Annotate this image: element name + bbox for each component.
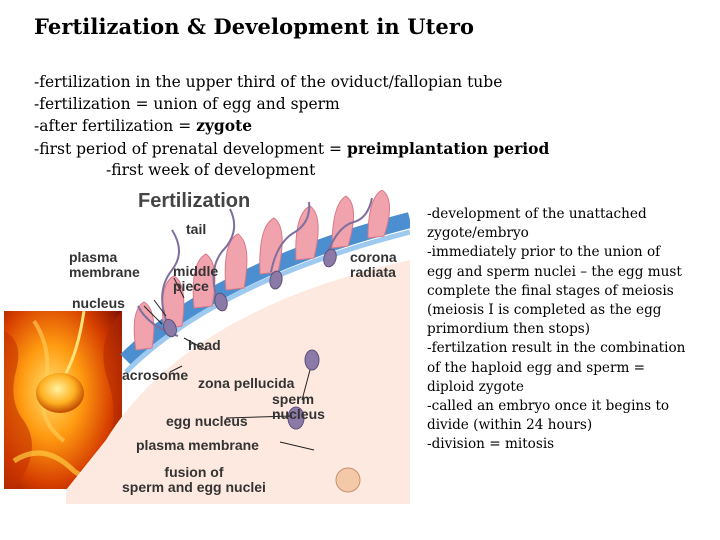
fertilization-illustration [66,190,410,504]
label-zona-pellucida: zona pellucida [198,375,295,391]
bullet-preimplantation: -first period of prenatal development = … [34,138,550,158]
side-line: (meiosis I is completed as the egg [427,302,662,319]
side-notes: -development of the unattached zygote/em… [427,205,707,455]
side-line: zygote/embryo [427,225,529,242]
side-line: -fertilzation result in the combination [427,340,686,357]
egg-nucleus-shape [335,467,361,493]
bullet-fertilization-location: -fertilization in the upper third of the… [34,73,503,91]
side-line: complete the final stages of meiosis [427,282,674,299]
sperm-heads [163,248,337,430]
corona-radiata-cells [133,190,390,351]
bold-term-zygote: zygote [196,116,253,135]
bullet-first-week: -first week of development [106,161,316,179]
label-corona-radiata: corona radiata [350,249,397,280]
label-tail: tail [186,221,207,237]
label-sperm-nucleus: sperm nucleus [272,391,325,422]
side-line: diploid zygote [427,378,524,395]
slide-title: Fertilization & Development in Utero [34,14,475,39]
side-line: egg and sperm nuclei – the egg must [427,263,682,280]
side-line: -division = mitosis [427,436,555,453]
label-fusion: fusion of sperm and egg nuclei [122,464,266,495]
side-line: of the haploid egg and sperm = [427,359,646,376]
fertilization-diagram: Fertilization tail plasma membrane middl… [66,190,410,504]
fertilization-micrograph [4,311,122,489]
egg-cytoplasm [66,260,410,504]
side-line: -immediately prior to the union of [427,244,661,261]
label-plasma-membrane-top: plasma membrane [69,249,140,280]
leader-lines [143,277,315,451]
label-nucleus: nucleus [72,295,125,311]
side-line: divide (within 24 hours) [427,417,593,434]
bullet-fertilization-definition: -fertilization = union of egg and sperm [34,94,340,113]
label-acrosome: acrosome [122,367,189,383]
label-head: head [188,337,221,353]
intro-bullets: -fertilization in the upper third of the… [34,72,549,182]
side-line: primordium then stops) [427,321,591,338]
bold-term-preimplantation: preimplantation period [346,138,550,158]
side-line: -development of the unattached [427,206,647,222]
label-middle-piece: middle piece [173,263,219,294]
side-line: -called an embryo once it begins to [427,398,670,415]
figure-title: Fertilization [138,190,251,212]
bullet-zygote: -after fertilization = zygote [34,116,253,135]
label-plasma-membrane-bottom: plasma membrane [136,437,259,453]
label-egg-nucleus: egg nucleus [166,413,248,429]
